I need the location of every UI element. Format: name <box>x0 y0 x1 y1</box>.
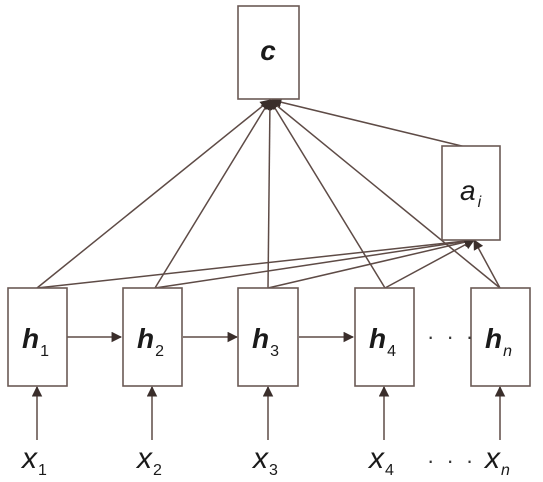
input-label-4: x4 <box>367 442 394 479</box>
hidden-ellipsis: · · · <box>427 324 476 349</box>
edge-h1-c <box>36 99 271 289</box>
edge-h3-ai <box>267 237 476 289</box>
context-label: c <box>260 35 276 66</box>
hidden-label-1: h1 <box>22 323 49 360</box>
input-edges <box>31 385 506 440</box>
hidden-label-3: h3 <box>252 323 279 360</box>
edge-hn-ai <box>473 239 501 289</box>
hidden-node-3: h3 <box>237 287 299 387</box>
edge-h3-c <box>264 98 276 289</box>
hidden-label-n: hn <box>485 323 512 360</box>
edge-h2-ai <box>154 236 476 289</box>
hidden-node-2: h2 <box>122 287 183 387</box>
hidden-label-4: h4 <box>369 323 396 360</box>
hidden-node-1: h1 <box>7 287 68 387</box>
edge-h1-ai <box>36 235 476 289</box>
input-label-1: x1 <box>20 442 47 479</box>
edge-ai-c <box>270 97 471 149</box>
hidden-node-4: h4 <box>354 287 415 387</box>
context-node: c <box>237 5 300 100</box>
edges-to-attention <box>36 235 501 289</box>
edge-hn-c <box>269 99 501 289</box>
input-ellipsis: · · · <box>427 448 476 473</box>
edge-h2-c <box>154 99 271 289</box>
input-label-3: x3 <box>251 442 278 479</box>
edge-h4-ai <box>384 239 475 289</box>
input-label-2: x2 <box>135 442 162 479</box>
hidden-label-2: h2 <box>137 323 164 360</box>
hidden-node-n: hn <box>470 287 531 387</box>
input-label-n: xn <box>483 442 510 479</box>
edges-to-context <box>36 97 501 289</box>
